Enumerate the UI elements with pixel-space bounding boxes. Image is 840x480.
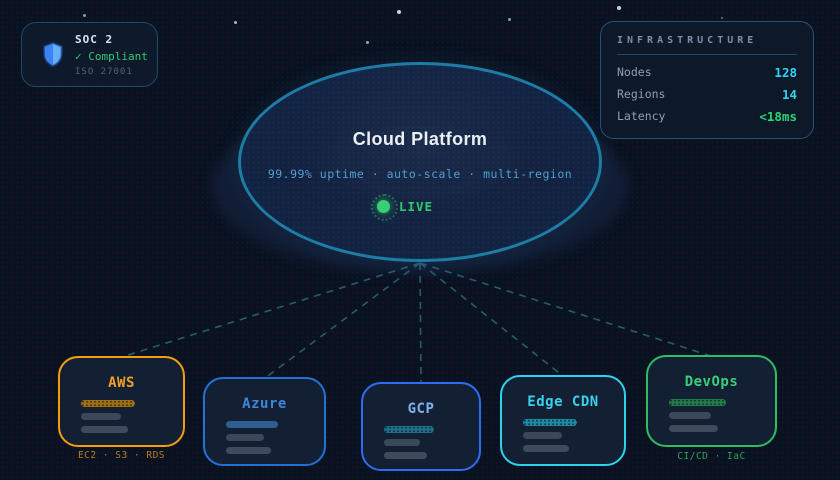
skeleton-bar (226, 447, 271, 454)
star-dot (366, 41, 369, 44)
service-card-gcp[interactable]: GCP (361, 382, 481, 471)
badge-certification: ISO 27001 (75, 66, 133, 77)
skeleton-bar (81, 400, 136, 407)
divider (617, 54, 797, 55)
star-dot (508, 18, 511, 21)
skeleton-bar (81, 413, 121, 420)
star-dot (617, 6, 621, 10)
skeleton-bars (205, 421, 324, 454)
infra-label: Regions (617, 87, 666, 101)
service-caption-devops: CI/CD · IaC (677, 451, 746, 462)
star-dot (234, 21, 237, 24)
skeleton-bar (226, 421, 278, 428)
service-card-title: GCP (407, 401, 435, 417)
star-dot (397, 10, 401, 14)
infra-value: 128 (774, 64, 797, 80)
skeleton-bar (523, 432, 563, 439)
service-card-aws[interactable]: AWS (58, 356, 185, 447)
badge-title: SOC 2 (75, 32, 114, 46)
service-card-title: AWS (108, 375, 135, 391)
skeleton-bars (363, 426, 479, 459)
skeleton-bars (648, 399, 775, 432)
service-card-title: Edge CDN (527, 394, 599, 410)
infra-row-regions: Regions 14 (617, 83, 797, 105)
skeleton-bar (384, 426, 434, 433)
skeleton-bar (81, 426, 128, 433)
infra-label: Nodes (617, 65, 652, 79)
skeleton-bar (523, 445, 570, 452)
skeleton-bar (226, 434, 264, 441)
service-card-title: DevOps (684, 374, 739, 390)
infra-value: <18ms (759, 108, 797, 124)
star-dot (83, 14, 86, 17)
star-dot (721, 17, 723, 19)
platform-title: Cloud Platform (352, 129, 488, 149)
skeleton-bar (384, 439, 421, 446)
cloud-platform-node[interactable]: Cloud Platform 99.99% uptime · auto-scal… (238, 62, 602, 262)
skeleton-bar (669, 399, 726, 406)
platform-subtitle: 99.99% uptime · auto-scale · multi-regio… (267, 167, 573, 181)
shield-icon (43, 41, 63, 68)
service-card-edge-cdn[interactable]: Edge CDN (500, 375, 626, 466)
infra-value: 14 (781, 86, 797, 102)
infrastructure-panel: INFRASTRUCTURE Nodes 128 Regions 14 Late… (600, 21, 814, 139)
service-card-title: Azure (242, 396, 287, 412)
live-status: LIVE (226, 194, 584, 221)
live-indicator-icon (370, 194, 398, 221)
service-card-azure[interactable]: Azure (203, 377, 326, 466)
badge-status: ✓ Compliant (75, 49, 148, 63)
service-caption-aws: EC2 · S3 · RDS (77, 450, 166, 461)
skeleton-bar (384, 452, 427, 459)
skeleton-bars (502, 419, 624, 452)
live-label: LIVE (398, 199, 434, 214)
skeleton-bars (60, 400, 183, 433)
skeleton-bar (669, 412, 711, 419)
skeleton-bar (523, 419, 577, 426)
service-card-devops[interactable]: DevOps (646, 355, 777, 447)
infra-label: Latency (617, 109, 666, 123)
skeleton-bar (669, 425, 719, 432)
compliance-badge: SOC 2 ✓ Compliant ISO 27001 (21, 22, 158, 87)
infra-row-nodes: Nodes 128 (617, 61, 797, 83)
infra-row-latency: Latency <18ms (617, 105, 797, 127)
infrastructure-panel-title: INFRASTRUCTURE (617, 35, 758, 46)
